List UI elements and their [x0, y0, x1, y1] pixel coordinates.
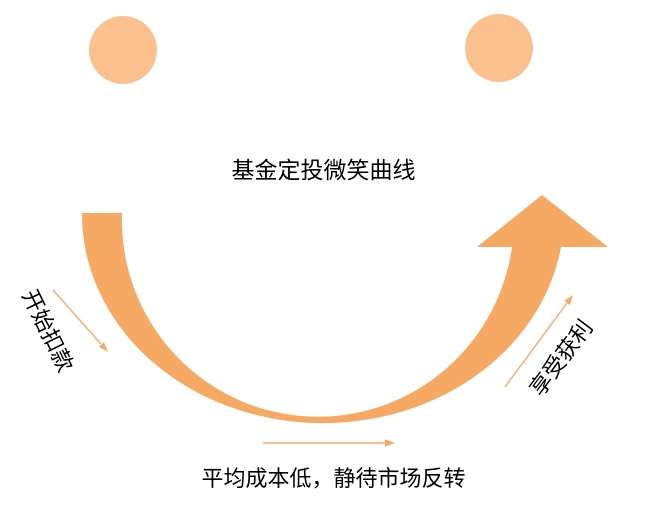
right-eye-circle: [465, 14, 533, 82]
right-flow-arrow: [504, 295, 573, 388]
diagram-title: 基金定投微笑曲线: [231, 157, 416, 183]
bottom-caption: 平均成本低，静待市场反转: [201, 466, 466, 491]
bottom-flow-arrow: [263, 439, 395, 447]
bottom-flow-arrowhead-icon: [385, 439, 395, 447]
right-flow-arrow-line: [504, 302, 568, 388]
left-flow-arrow-line: [52, 289, 102, 345]
left-eye-circle: [89, 16, 157, 84]
right-flow-arrowhead-icon: [564, 295, 573, 306]
left-flow-arrowhead-icon: [98, 342, 108, 352]
left-flow-arrow: [52, 289, 108, 352]
smile-curve-arrow: [81, 195, 608, 424]
